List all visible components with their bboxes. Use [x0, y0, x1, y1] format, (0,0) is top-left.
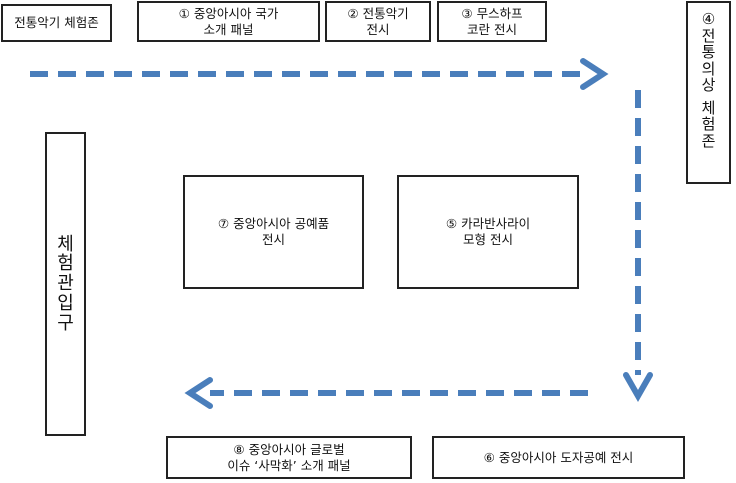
arrow-top-right	[30, 58, 609, 90]
station-label-line2: 코란 전시	[467, 21, 517, 37]
vertical-char: 체	[701, 98, 716, 117]
arrow-right-down	[623, 90, 653, 403]
arrow-bottom-left	[184, 377, 588, 409]
station-global-issue-panel: ⑧ 중앙아시아 글로벌 이슈 ‘사막화’ 소개 패널	[166, 436, 412, 479]
vertical-char: 험	[701, 115, 716, 133]
station-traditional-instruments-display: ② 전통악기 전시	[325, 1, 431, 42]
station-label-line1: ② 전통악기	[347, 5, 409, 21]
vertical-char: 체	[57, 233, 74, 255]
station-label-line2: 모형 전시	[463, 232, 513, 247]
station-karabansarai-model: ⑤ 카라반사라이 모형 전시	[397, 175, 579, 289]
station-traditional-costume-experience: ④ 전 통 의 상 체 험 존	[686, 1, 731, 184]
vertical-char: 입	[57, 292, 74, 314]
station-number: ④	[701, 10, 716, 28]
station-ceramic-craft-display: ⑥ 중앙아시아 도자공예 전시	[432, 436, 685, 479]
station-label-line2: 이슈 ‘사막화’ 소개 패널	[227, 457, 351, 473]
station-label-line1: ⑧ 중앙아시아 글로벌	[233, 441, 345, 457]
station-label-line2: 소개 패널	[203, 21, 254, 37]
station-label-line2: 전시	[261, 232, 285, 247]
station-musical-harp-koran: ③ 무스하프 코란 전시	[437, 1, 547, 42]
vertical-char: 존	[701, 131, 716, 150]
vertical-char: 상	[701, 76, 716, 94]
vertical-char: 전	[701, 26, 716, 45]
vertical-char: 관	[57, 273, 74, 295]
vertical-char: 구	[57, 312, 74, 334]
vertical-char: 통	[701, 43, 716, 61]
station-label: 전통악기 체험존	[14, 15, 99, 30]
station-label-line1: ③ 무스하프	[461, 5, 523, 21]
hall-entrance: 체 험 관 입 구	[45, 132, 86, 436]
vertical-char: 험	[57, 253, 74, 275]
station-label: ⑥ 중앙아시아 도자공예 전시	[483, 449, 634, 465]
station-label-line1: ① 중앙아시아 국가	[178, 5, 279, 21]
station-traditional-music-experience: 전통악기 체험존	[1, 4, 112, 42]
station-label-line1: ⑦ 중앙아시아 공예품	[217, 216, 330, 231]
station-craft-works-display: ⑦ 중앙아시아 공예품 전시	[183, 175, 364, 289]
station-label-line2: 전시	[366, 21, 390, 37]
vertical-char: 의	[701, 59, 716, 78]
station-central-asia-national-panel: ① 중앙아시아 국가 소개 패널	[137, 1, 320, 42]
station-label-line1: ⑤ 카라반사라이	[445, 216, 531, 231]
